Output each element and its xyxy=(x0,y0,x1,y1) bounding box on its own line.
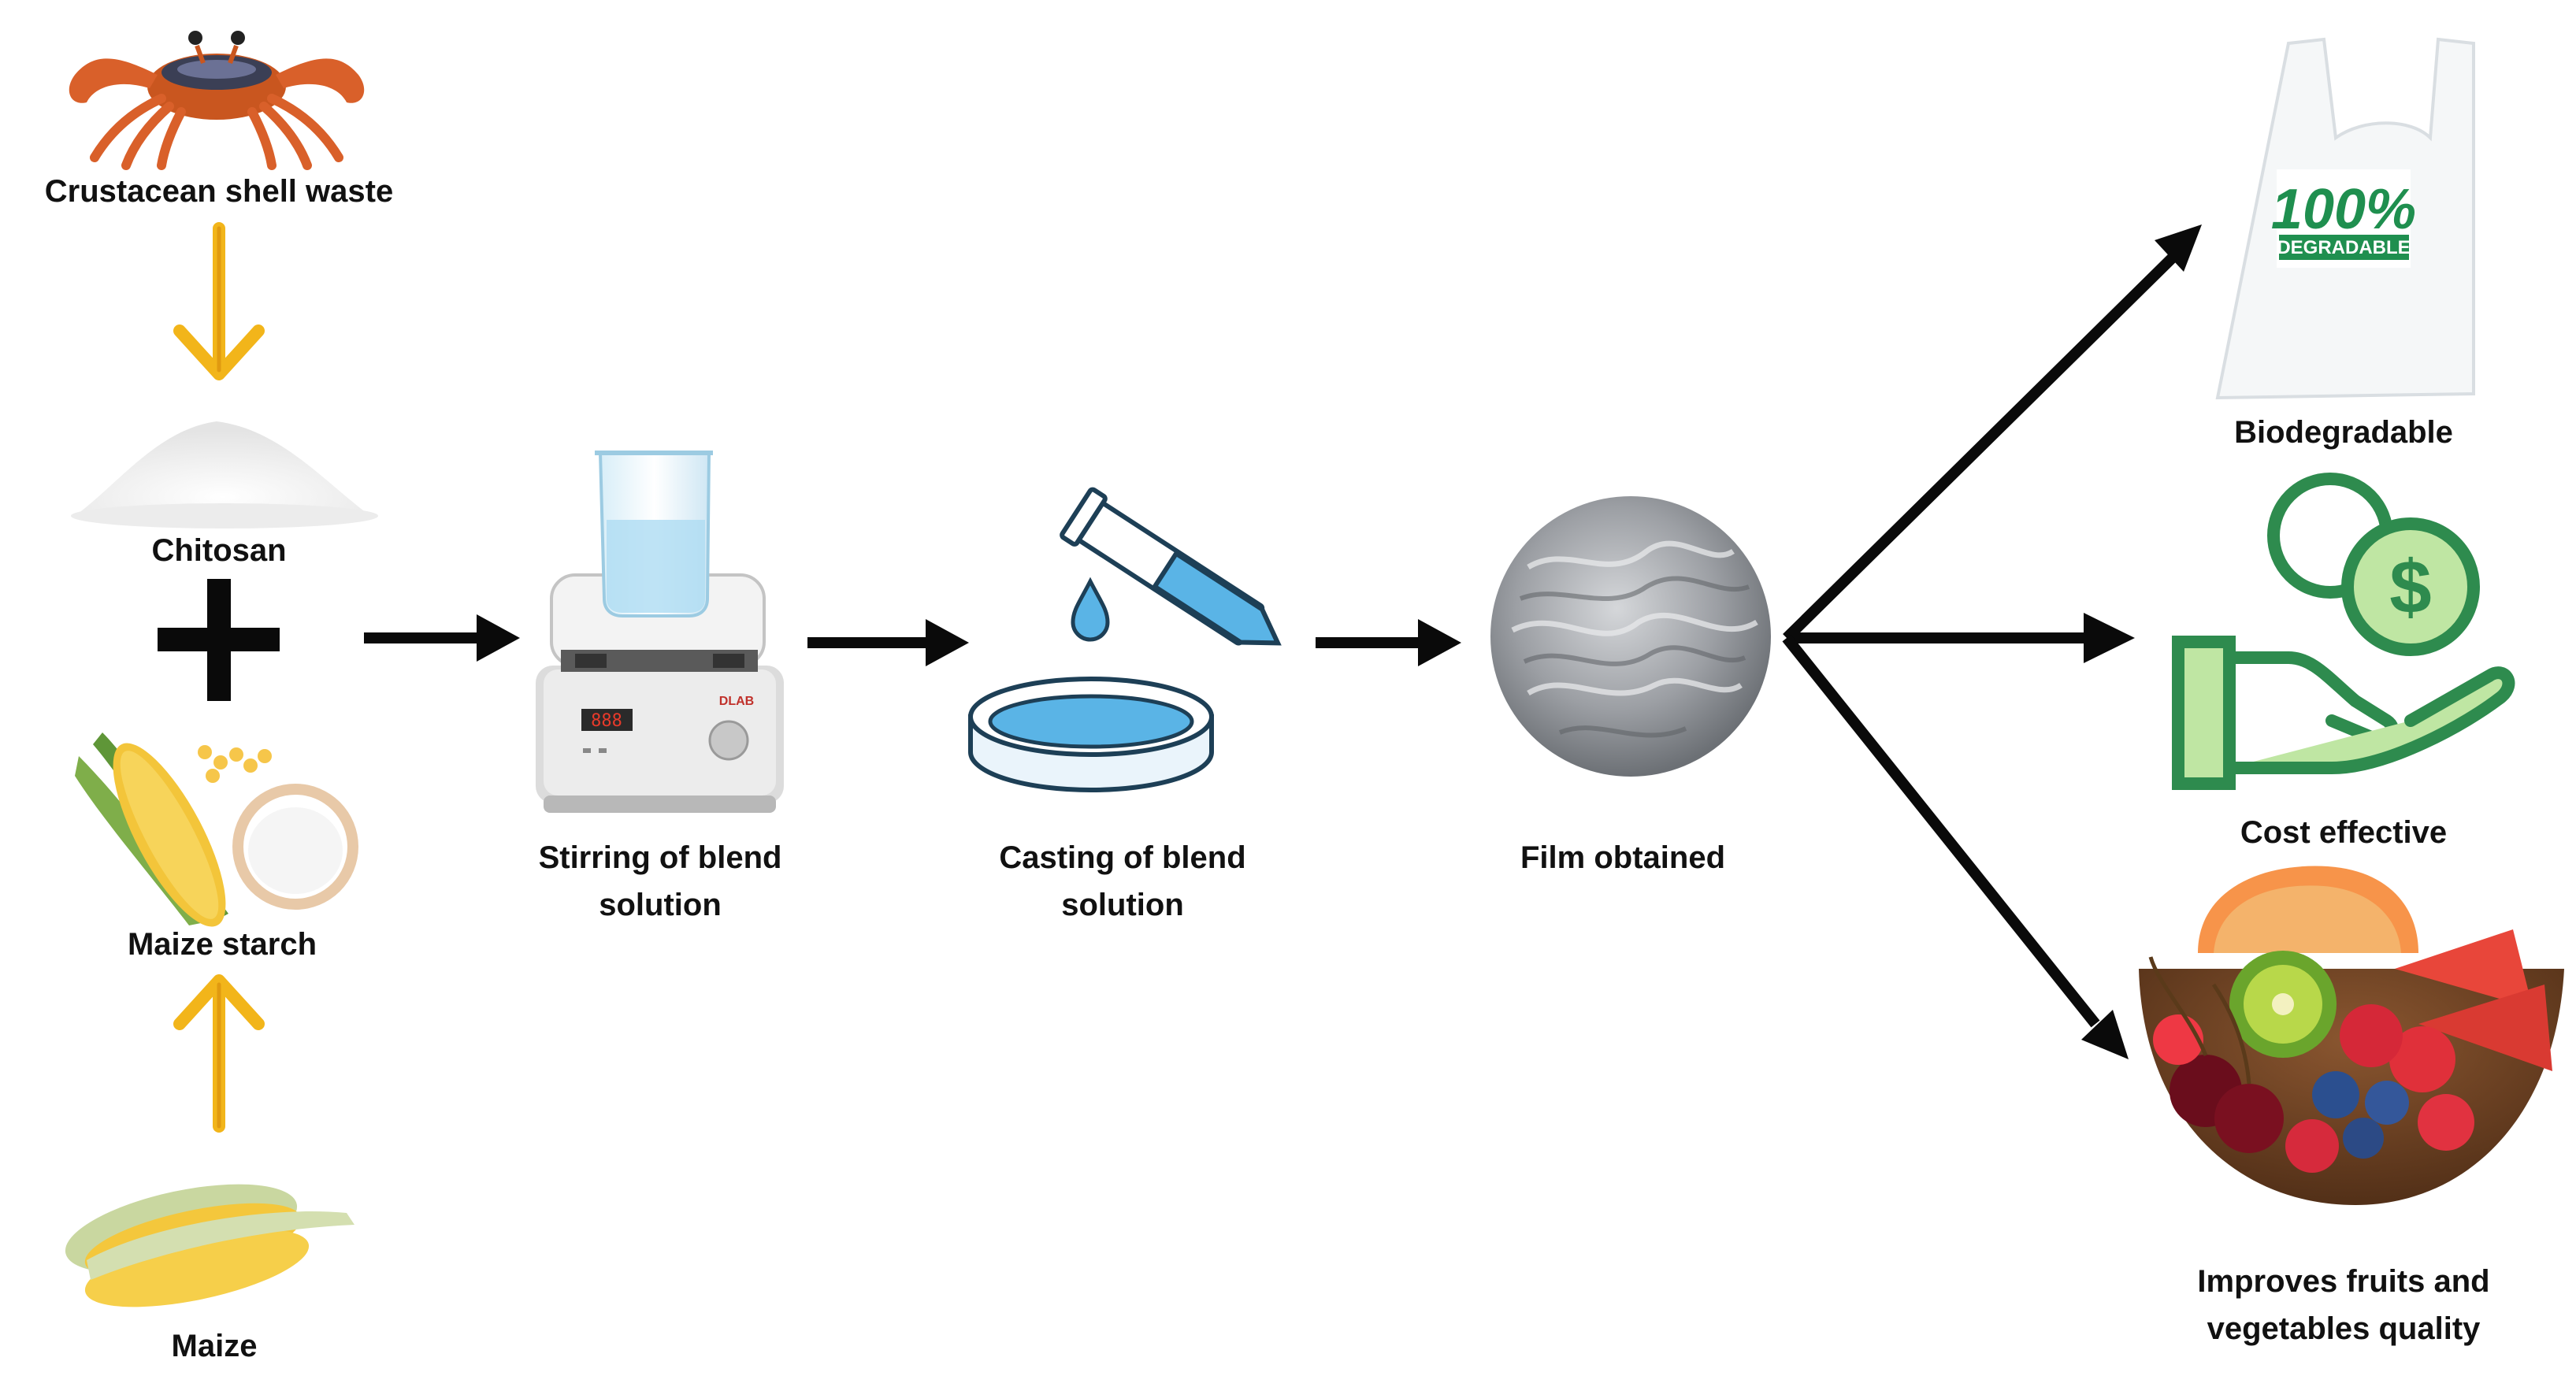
dollar-icon: $ xyxy=(2389,545,2431,629)
degradable-bag-icon: 100% DEGRADABLE xyxy=(2215,37,2475,400)
down-arrow-icon xyxy=(173,222,265,380)
flow-arrow-2 xyxy=(807,619,969,666)
maize-starch-label: Maize starch xyxy=(128,927,317,962)
film-icon xyxy=(1490,496,1771,777)
flow-arrow-3 xyxy=(1316,619,1461,666)
bag-degradable-text: DEGRADABLE xyxy=(2277,237,2410,258)
branch-arrow-up xyxy=(1783,224,2202,642)
hotplate-stirrer-icon: 888 DLAB xyxy=(536,451,784,813)
stirring-label-line1: Stirring of blend xyxy=(539,840,782,875)
cost-effective-label: Cost effective xyxy=(2240,815,2447,850)
film-label: Film obtained xyxy=(1520,840,1725,875)
quality-label-line1: Improves fruits and xyxy=(2197,1264,2489,1299)
maize-starch-icon xyxy=(75,732,358,927)
up-arrow-icon xyxy=(173,974,265,1133)
crab-label: Crustacean shell waste xyxy=(45,174,393,209)
chitosan-powder-icon xyxy=(71,421,378,528)
test-tube-icon xyxy=(1060,487,1282,646)
casting-label-line1: Casting of blend xyxy=(999,840,1245,875)
branch-arrow-middle xyxy=(1787,613,2135,663)
money-hand-icon: $ xyxy=(2172,473,2515,790)
chitosan-label: Chitosan xyxy=(151,533,286,568)
biodegradable-label: Biodegradable xyxy=(2234,415,2453,450)
hotplate-display: 888 xyxy=(591,711,622,731)
droplet-icon xyxy=(1071,577,1110,642)
flow-arrow-1 xyxy=(364,614,520,662)
quality-label-line2: vegetables quality xyxy=(2207,1311,2481,1346)
stirring-label-line2: solution xyxy=(599,888,722,922)
casting-label-line2: solution xyxy=(1061,888,1184,922)
petri-dish-icon xyxy=(968,677,1214,792)
maize-icon xyxy=(65,1184,354,1307)
hotplate-brand: DLAB xyxy=(719,695,754,708)
plus-icon xyxy=(158,579,280,701)
maize-label: Maize xyxy=(172,1329,258,1363)
bag-percent-text: 100% xyxy=(2271,178,2416,241)
crab-icon xyxy=(69,31,365,170)
fruit-bowl-icon xyxy=(2139,866,2564,1205)
branch-arrow-down xyxy=(1782,634,2129,1059)
